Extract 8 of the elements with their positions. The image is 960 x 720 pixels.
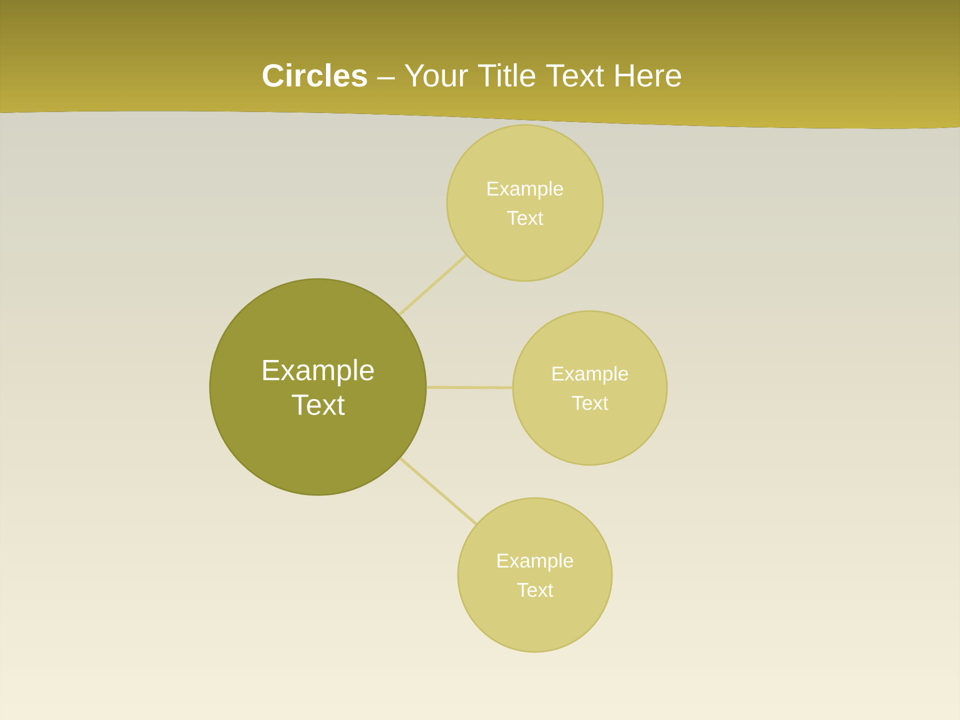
- circle-node: Example Text: [457, 497, 613, 653]
- circle-node: Example Text: [209, 278, 427, 496]
- circle-node: Example Text: [446, 124, 604, 282]
- slide-title: Circles – Your Title Text Here: [262, 63, 681, 87]
- circle-node: Example Text: [512, 310, 668, 466]
- connector-line: [426, 386, 512, 390]
- connector-line: [398, 254, 468, 316]
- connector-line: [399, 457, 478, 526]
